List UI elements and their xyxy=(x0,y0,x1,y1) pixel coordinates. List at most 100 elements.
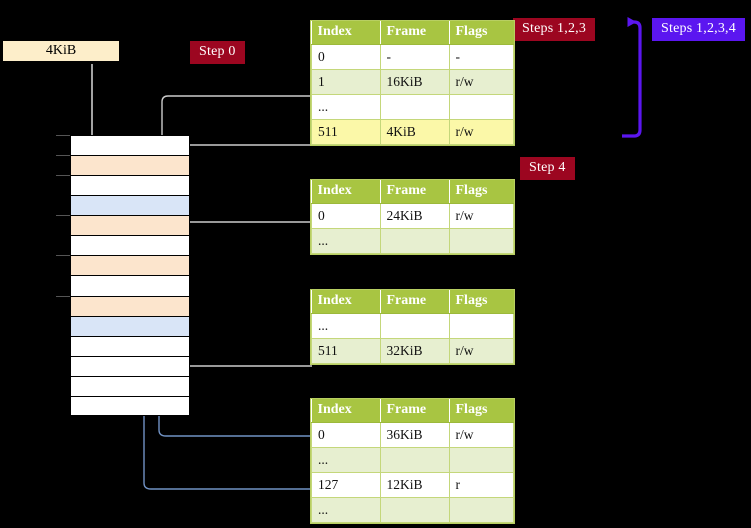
memory-frame-row xyxy=(70,175,190,196)
table-row: ... xyxy=(311,497,514,523)
frame-4kib-box: 4KiB xyxy=(2,40,120,62)
column-header-flags: Flags xyxy=(449,399,514,423)
table-row: 0-- xyxy=(311,44,514,70)
column-header-index: Index xyxy=(311,399,381,423)
memory-frame-row xyxy=(70,215,190,236)
table-cell: 24KiB xyxy=(379,203,450,229)
badge-steps-1234: Steps 1,2,3,4 xyxy=(652,18,745,41)
table-row: ... xyxy=(311,447,514,473)
memory-frame-row xyxy=(70,275,190,296)
table-cell xyxy=(379,447,450,473)
badge-steps-123-label: Steps 1,2,3 xyxy=(522,21,587,36)
table-cell xyxy=(448,228,514,254)
table-cell xyxy=(448,497,514,523)
column-header-index: Index xyxy=(311,290,381,314)
column-header-frame: Frame xyxy=(380,399,450,423)
table-cell xyxy=(448,447,514,473)
memory-tick-mark xyxy=(56,255,70,257)
memory-tick-mark xyxy=(56,135,70,136)
table-cell xyxy=(379,313,450,339)
memory-frame-row xyxy=(70,155,190,176)
memory-tick-mark xyxy=(56,175,70,177)
table-cell: ... xyxy=(311,497,381,523)
table-cell: r/w xyxy=(448,69,514,95)
column-header-flags: Flags xyxy=(449,290,514,314)
column-header-index: Index xyxy=(311,180,381,204)
table-row: ... xyxy=(311,228,514,254)
table-cell: r/w xyxy=(448,422,514,448)
column-header-flags: Flags xyxy=(449,180,514,204)
table-row: ... xyxy=(311,313,514,339)
badge-step-0-label: Step 0 xyxy=(199,44,236,59)
table-cell: r xyxy=(448,472,514,498)
wire-pdp-0-to-memory xyxy=(179,221,312,262)
table-cell: 0 xyxy=(311,203,381,229)
memory-frame-row xyxy=(70,355,190,376)
table-cell xyxy=(448,313,514,339)
table-cell: 12KiB xyxy=(379,472,450,498)
table-cell: r/w xyxy=(448,338,514,364)
wire-pd-511-to-memory xyxy=(172,310,312,367)
column-header-frame: Frame xyxy=(380,180,450,204)
table-cell: 32KiB xyxy=(379,338,450,364)
table-cell xyxy=(448,94,514,120)
column-header-index: Index xyxy=(311,21,381,45)
table-cell: 511 xyxy=(311,119,381,145)
badge-steps-123: Steps 1,2,3 xyxy=(513,18,596,41)
table-cell: 0 xyxy=(311,44,381,70)
column-header-frame: Frame xyxy=(380,21,450,45)
memory-frame-row xyxy=(70,255,190,276)
memory-tick-mark xyxy=(56,155,70,157)
table-cell xyxy=(379,497,450,523)
table-cell: ... xyxy=(311,313,381,339)
table-cell: 511 xyxy=(311,338,381,364)
table-cell: 1 xyxy=(311,69,381,95)
memory-frame-row xyxy=(70,375,190,396)
table-cell: - xyxy=(379,44,450,70)
memory-frame-row xyxy=(70,315,190,336)
memory-frame-row xyxy=(70,335,190,356)
table-cell xyxy=(379,94,450,120)
table-cell: - xyxy=(448,44,514,70)
table-cell: 16KiB xyxy=(379,69,450,95)
memory-frame-row xyxy=(70,195,190,216)
wire-pml4-511-to-memory xyxy=(171,144,312,155)
memory-frame-row xyxy=(70,295,190,316)
table-cell: 0 xyxy=(311,422,381,448)
table-cell xyxy=(379,228,450,254)
column-header-flags: Flags xyxy=(449,21,514,45)
memory-tick-mark xyxy=(56,295,70,297)
badge-steps-1234-label: Steps 1,2,3,4 xyxy=(661,21,736,36)
table-cell: 36KiB xyxy=(379,422,450,448)
table-row: ... xyxy=(311,94,514,120)
memory-frame-row xyxy=(70,135,190,156)
wire-steps-1234-bracket xyxy=(622,17,642,138)
badge-step-0: Step 0 xyxy=(190,41,245,64)
table-cell: 127 xyxy=(311,472,381,498)
table-cell: ... xyxy=(311,228,381,254)
table-cell: r/w xyxy=(448,119,514,145)
badge-step-4-label: Step 4 xyxy=(529,160,566,175)
memory-frame-row xyxy=(70,235,190,256)
table-cell: 4KiB xyxy=(379,119,450,145)
table-cell: ... xyxy=(311,447,381,473)
table-cell: r/w xyxy=(448,203,514,229)
physical-memory-column xyxy=(70,135,190,416)
table-cell: ... xyxy=(311,94,381,120)
memory-tick-mark xyxy=(56,215,70,217)
